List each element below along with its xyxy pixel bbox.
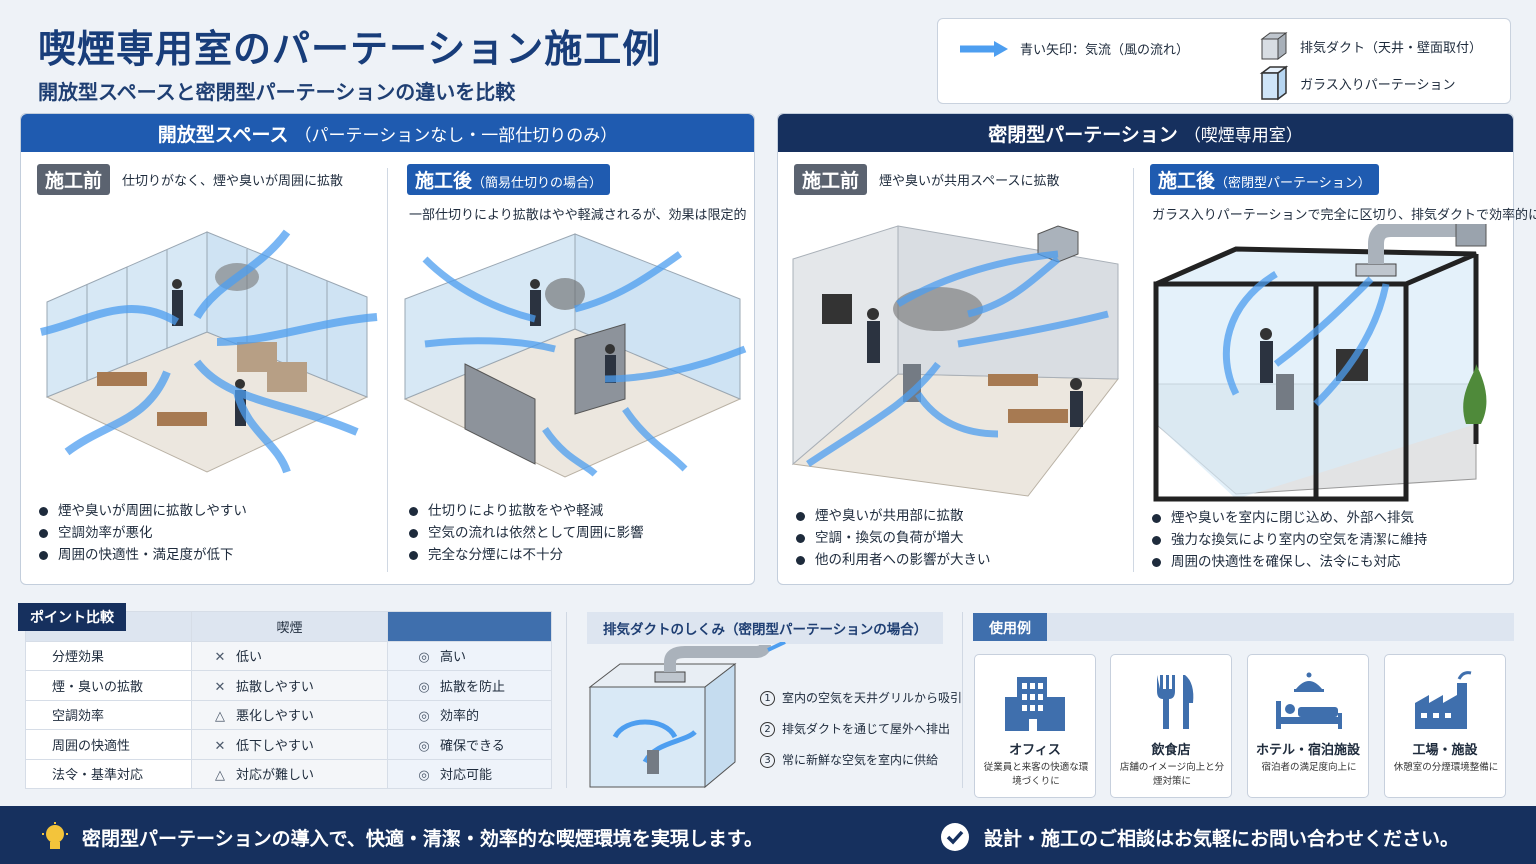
divider <box>566 612 567 788</box>
after-badge: 施工後（簡易仕切りの場合） <box>407 164 611 195</box>
glass-partition-icon <box>1259 65 1289 101</box>
open-before-desc: 仕切りがなく、煙や臭いが周囲に拡散 <box>122 174 344 189</box>
footer-bar: 密閉型パーテーションの導入で、快適・清潔・効率的な喫煙環境を実現します。 設計・… <box>0 806 1536 864</box>
legend-airflow-label: 青い矢印：気流（風の流れ） <box>1020 43 1190 58</box>
table-row: 煙・臭いの拡散 ✕拡散しやすい ◎拡散を防止 <box>25 670 552 701</box>
closed-partition-header: 密閉型パーテーション （喫煙専用室） <box>778 114 1513 152</box>
blue-arrow-icon <box>960 40 1008 57</box>
legend-glass: ガラス入りパーテーション <box>1256 65 1455 101</box>
comparison-label: ポイント比較 <box>18 603 126 631</box>
usage-desc: 宿泊者の満足度向上に <box>1261 762 1357 773</box>
page-title: 喫煙専用室のパーテーション施工例 <box>38 27 662 71</box>
divider <box>962 612 963 788</box>
fork-knife-icon <box>1157 675 1194 729</box>
usage-desc: 休憩室の分煙環境整備に <box>1393 762 1499 773</box>
factory-icon <box>1415 671 1472 729</box>
divider <box>1133 168 1134 572</box>
open-before-bullets: 煙や臭いが周囲に拡散しやすい 空調効率が悪化 周囲の快適性・満足度が低下 <box>39 500 247 566</box>
table-row: 法令・基準対応 △対応が難しい ◎対応可能 <box>25 758 552 789</box>
legend-glass-label: ガラス入りパーテーション <box>1300 77 1456 93</box>
after-badge: 施工後（密閉型パーテーション） <box>1150 164 1379 195</box>
usage-name: オフィス <box>1009 743 1061 758</box>
legend-duct-label: 排気ダクト（天井・壁面取付） <box>1300 40 1483 56</box>
bullet: 空調効率が悪化 <box>39 522 247 544</box>
legend-duct: 排気ダクト（天井・壁面取付） <box>1256 29 1482 63</box>
usage-desc: 従業員と来客の快適な環境づくりに <box>983 762 1089 787</box>
table-row: 空調効率 △悪化しやすい ◎効率的 <box>25 699 552 730</box>
footer-left: 密閉型パーテーションの導入で、快適・清潔・効率的な喫煙環境を実現します。 <box>40 822 763 852</box>
usage-card-office: オフィス 従業員と来客の快適な環境づくりに <box>974 654 1096 798</box>
legend-airflow: 青い矢印：気流（風の流れ） <box>958 39 1189 58</box>
usage-name: 工場・施設 <box>1412 743 1478 758</box>
closed-before-bullets: 煙や臭いが共用部に拡散 空調・換気の負荷が増大 他の利用者への影響が大きい <box>796 505 991 571</box>
table-row: 周囲の快適性 ✕低下しやすい ◎確保できる <box>25 729 552 760</box>
open-after-desc: 一部仕切りにより拡散はやや軽減されるが、効果は限定的 <box>409 208 747 223</box>
open-space-panel: 開放型スペース （パーテーションなし・一部仕切りのみ） 施工前 仕切りがなく、煙… <box>20 113 755 585</box>
open-after-bullets: 仕切りにより拡散をやや軽減 空気の流れは依然として周囲に影響 完全な分煙には不十… <box>409 500 644 566</box>
usage-title: 使用例 <box>973 613 1047 641</box>
duct-icon <box>1260 32 1288 60</box>
legend-box: 青い矢印：気流（風の流れ） 排気ダクト（天井・壁面取付） ガラス入りパーテーショ… <box>937 18 1511 104</box>
usage-desc: 店舗のイメージ向上と分煙対策に <box>1119 762 1225 787</box>
closed-partition-panel: 密閉型パーテーション （喫煙専用室） 施工前 煙や臭いが共用スペースに拡散 施工… <box>777 113 1536 585</box>
closed-before-tag: 施工前 煙や臭いが共用スペースに拡散 <box>794 164 1059 195</box>
page-subtitle: 開放型スペースと密閉型パーテーションの違いを比較 <box>38 80 516 104</box>
office-building-icon <box>1005 677 1065 731</box>
bullet: 強力な換気により室内の空気を清潔に維持 <box>1152 529 1427 551</box>
footer-right: 設計・施工のご相談はお気軽にお問い合わせください。 <box>940 822 1459 852</box>
closed-after-illustration <box>1153 224 1487 502</box>
bullet: 煙や臭いを室内に閉じ込め、外部へ排気 <box>1152 507 1427 529</box>
open-space-title: 開放型スペース <box>157 123 289 146</box>
before-badge: 施工前 <box>37 164 111 195</box>
usage-card-hotel: ホテル・宿泊施設 宿泊者の満足度向上に <box>1247 654 1369 798</box>
hotel-bed-icon <box>1276 672 1342 729</box>
bullet: 空調・換気の負荷が増大 <box>796 527 991 549</box>
closed-after-bullets: 煙や臭いを室内に閉じ込め、外部へ排気 強力な換気により室内の空気を清潔に維持 周… <box>1152 507 1427 573</box>
table-row: 分煙効果 ✕低い ◎高い <box>25 640 552 671</box>
closed-partition-title-sub: （喫煙専用室） <box>1183 125 1303 146</box>
open-before-tag: 施工前 仕切りがなく、煙や臭いが周囲に拡散 <box>37 164 343 195</box>
no-smoking-sign-icon <box>822 294 852 324</box>
bullet: 煙や臭いが周囲に拡散しやすい <box>39 500 247 522</box>
bullet: 周囲の快適性を確保し、法令にも対応 <box>1152 551 1427 573</box>
usage-name: 飲食店 <box>1151 743 1191 758</box>
before-badge: 施工前 <box>794 164 868 195</box>
open-after-illustration <box>403 233 747 478</box>
closed-partition-title: 密閉型パーテーション <box>988 123 1178 146</box>
usage-header: 使用例 <box>973 613 1514 641</box>
duct-diagram <box>588 642 786 789</box>
bullet: 空気の流れは依然として周囲に影響 <box>409 522 644 544</box>
closed-before-desc: 煙や臭いが共用スペースに拡散 <box>879 174 1060 189</box>
open-after-tag: 施工後（簡易仕切りの場合） <box>407 164 611 195</box>
duct-section-title: 排気ダクトのしくみ（密閉型パーテーションの場合） <box>587 612 944 644</box>
column-header: 喫煙 <box>191 611 388 642</box>
bullet: 他の利用者への影響が大きい <box>796 549 991 571</box>
closed-before-illustration <box>791 225 1119 497</box>
open-space-title-sub: （パーテーションなし・一部仕切りのみ） <box>294 125 618 146</box>
usage-card-factory: 工場・施設 休憩室の分煙環境整備に <box>1384 654 1506 798</box>
open-before-illustration <box>40 229 378 474</box>
bullet: 煙や臭いが共用部に拡散 <box>796 505 991 527</box>
footer-left-text: 密閉型パーテーションの導入で、快適・清潔・効率的な喫煙環境を実現します。 <box>82 827 763 850</box>
bullet: 完全な分煙には不十分 <box>409 544 644 566</box>
closed-after-desc: ガラス入りパーテーションで完全に区切り、排気ダクトで効率的に排気 <box>1152 208 1536 223</box>
footer-right-text: 設計・施工のご相談はお気軽にお問い合わせください。 <box>984 827 1460 850</box>
lightbulb-icon <box>42 822 68 849</box>
usage-card-restaurant: 飲食店 店舗のイメージ向上と分煙対策に <box>1110 654 1232 798</box>
usage-name: ホテル・宿泊施設 <box>1255 743 1360 758</box>
open-space-header: 開放型スペース （パーテーションなし・一部仕切りのみ） <box>21 114 754 152</box>
closed-after-tag: 施工後（密閉型パーテーション） <box>1150 164 1379 195</box>
divider <box>387 168 388 572</box>
check-circle-icon <box>941 823 969 851</box>
bullet: 周囲の快適性・満足度が低下 <box>39 544 247 566</box>
bullet: 仕切りにより拡散をやや軽減 <box>409 500 644 522</box>
comparison-table: 喫煙 分煙効果 ✕低い ◎高い 煙・臭いの拡散 ✕拡散しやすい ◎拡散を防止 空… <box>25 611 552 789</box>
